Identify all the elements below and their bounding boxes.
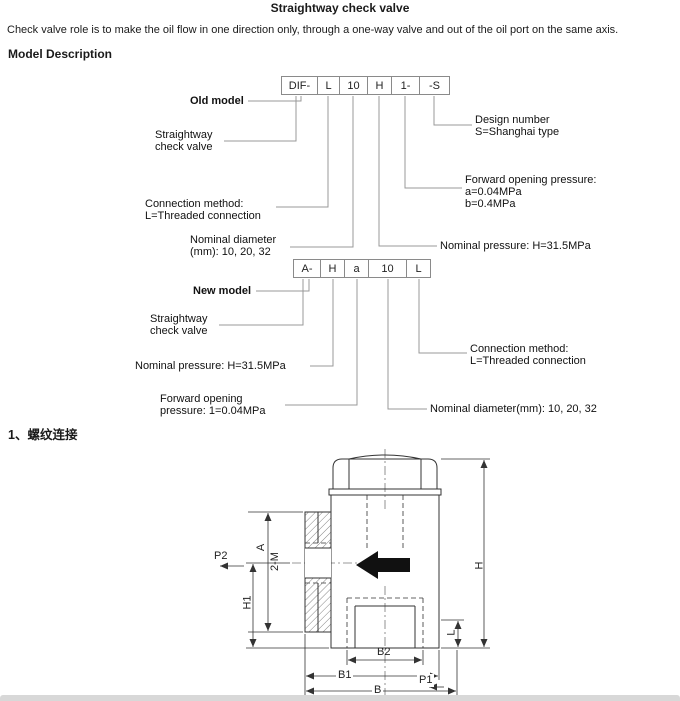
flow-arrow <box>356 551 410 579</box>
new-label-valve-name: Straightway check valve <box>150 313 208 338</box>
old-model-heading: Old model <box>190 95 244 107</box>
page-title: Straightway check valve <box>270 1 410 15</box>
old-label-design-number: Design number S=Shanghai type <box>475 114 560 139</box>
dim-label-p1: P1 <box>417 674 435 687</box>
code-box-l: L <box>407 259 431 278</box>
new-label-diameter: Nominal diameter(mm): 10, 20, 32 <box>430 403 597 415</box>
code-box-10: 10 <box>340 76 368 95</box>
code-box-h: H <box>368 76 392 95</box>
code-box-a: a <box>345 259 369 278</box>
code-box-s: -S <box>420 76 450 95</box>
new-model-heading: New model <box>193 285 252 297</box>
bottom-divider <box>0 695 680 701</box>
new-model-code-row: A- H a 10 L <box>293 259 431 278</box>
dim-label-p2: P2 <box>214 550 228 562</box>
old-label-connection: Connection method: L=Threaded connection <box>145 198 261 223</box>
old-model-code-row: DIF- L 10 H 1- -S <box>281 76 450 95</box>
dimension-lines <box>220 458 490 696</box>
intro-text: Check valve role is to make the oil flow… <box>7 24 619 36</box>
old-label-pressure: Nominal pressure: H=31.5MPa <box>440 240 591 252</box>
code-box-1: 1- <box>392 76 420 95</box>
code-box-l: L <box>318 76 340 95</box>
old-label-forward-pressure: Forward opening pressure: a=0.04MPa b=0.… <box>465 174 597 211</box>
model-description-heading: Model Description <box>8 47 113 61</box>
dim-label-b1: B1 <box>336 669 354 682</box>
new-label-forward-pressure: Forward opening pressure: 1=0.04MPa <box>160 393 266 418</box>
dim-label-l: L <box>445 629 458 636</box>
section-1-heading: 1、螺纹连接 <box>8 428 78 442</box>
dim-label-h1: H1 <box>241 595 254 610</box>
dim-label-b: B <box>372 684 384 697</box>
code-box-h: H <box>321 259 345 278</box>
dim-label-h: H <box>473 561 486 570</box>
code-box-dif: DIF- <box>281 76 318 95</box>
old-label-valve-name: Straightway check valve <box>155 129 213 154</box>
code-box-a-dash: A- <box>293 259 321 278</box>
old-label-diameter: Nominal diameter (mm): 10, 20, 32 <box>190 234 277 259</box>
thread-callout-label: 2-M <box>268 552 281 571</box>
dim-label-b2: B2 <box>377 646 391 658</box>
code-box-10: 10 <box>369 259 407 278</box>
new-label-connection: Connection method: L=Threaded connection <box>470 343 586 368</box>
new-label-pressure: Nominal pressure: H=31.5MPa <box>135 360 286 372</box>
valve-body <box>292 449 442 696</box>
dim-label-a: A <box>255 543 268 552</box>
